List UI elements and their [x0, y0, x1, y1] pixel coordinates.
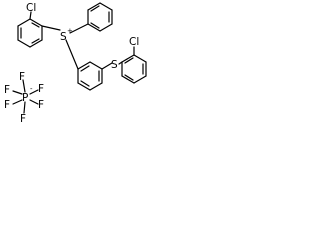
bond-s2-ringD: [118, 61, 123, 65]
fluorine-label-upper-left: F: [4, 84, 10, 96]
fluorine-label-lower-left: F: [4, 99, 10, 111]
bond-s-ringC: [65, 39, 79, 70]
chlorine-label-top: Cl: [26, 2, 36, 14]
thioether-sulfur-label: S: [111, 59, 118, 71]
fluorine-label-upper-right: F: [38, 83, 44, 95]
phosphorus-charge: -: [30, 85, 33, 93]
bond-s-ringB: [69, 23, 89, 34]
sulfonium-charge: +: [67, 27, 73, 35]
phosphorus-label: P: [22, 92, 28, 104]
chlorophenyl-ring-left: [17, 18, 43, 48]
bond-ringA-s: [41, 25, 61, 31]
structure-canvas: Cl S + S Cl P - F F F F F F: [0, 0, 166, 125]
phenyl-ring-top: [87, 2, 113, 32]
fluorine-label-bottom: F: [20, 113, 26, 125]
chemical-structure-drawing: Cl S + S Cl P - F F F F F F: [4, 2, 147, 125]
hexafluorophosphate-anion: [12, 79, 39, 114]
fluorine-label-lower-right: F: [38, 99, 44, 111]
bond-ringA-cl: [29, 11, 32, 20]
sulfonium-sulfur-label: S: [60, 31, 67, 43]
fluorine-label-top: F: [19, 71, 25, 83]
chlorophenyl-ring-right: [121, 54, 147, 84]
chlorine-label-right: Cl: [129, 36, 139, 48]
bond-ringC-s2: [101, 62, 113, 70]
phenylene-ring-center: [77, 61, 103, 91]
